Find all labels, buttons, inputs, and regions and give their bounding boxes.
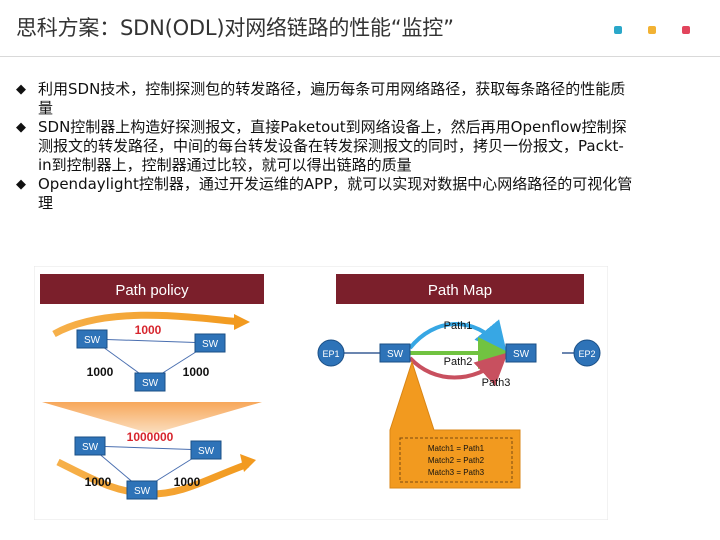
title-divider [0,56,720,57]
transition-funnel [42,402,262,434]
path1-label: Path1 [444,320,473,332]
flow-table-callout [389,360,521,489]
path-policy-header [40,274,264,304]
link-cost: 1000 [174,475,201,489]
flow-table-box [399,437,513,483]
switch-label: SW [198,446,215,457]
bullet-text: Opendaylight控制器，通过开发运维的APP，就可以实现对数据中心网络路… [38,175,633,212]
link-cost: 1000000 [127,430,174,444]
path3-label: Path3 [482,377,511,389]
switch-node [134,372,166,392]
path3-arrow [408,352,508,387]
switch-node [126,480,158,500]
path2-label: Path2 [444,356,473,368]
bullet-text: SDN控制器上构造好探测报文，直接Paketout到网络设备上，然后再用Open… [38,118,627,174]
switch-node [379,343,411,363]
match-rule: Match2 = Path2 [428,456,485,465]
network-figure: Path policy SW SW SW 1000 1000 1000 SW S… [33,265,609,521]
bullet-list: ◆ 利用SDN技术，控制探测包的转发路径，遍历每条可用网络路径，获取每条路径的性… [16,80,636,213]
switch-label: SW [84,335,101,346]
endpoint-node [573,339,601,367]
diamond-bullet-icon: ◆ [16,177,26,192]
path-map-title: Path Map [428,282,492,299]
switch-node [74,436,106,456]
switch-node [190,440,222,460]
bullet-text: 利用SDN技术，控制探测包的转发路径，遍历每条可用网络路径，获取每条路径的性能质… [38,80,626,117]
bullet-item: ◆ 利用SDN技术，控制探测包的转发路径，遍历每条可用网络路径，获取每条路径的性… [16,80,636,118]
switch-label: SW [134,486,151,497]
switch-node [194,333,226,353]
red-dot-icon [682,26,690,34]
yellow-dot-icon [648,26,656,34]
blue-dot-icon [614,26,622,34]
path-map-header [336,274,584,304]
link-cost: 1000 [87,365,114,379]
flow-arrow [52,311,241,338]
match-rule: Match3 = Path3 [428,468,485,477]
switch-label: SW [387,349,404,360]
accent-dots [614,26,690,34]
endpoint-label: EP2 [578,349,595,359]
endpoint-node [317,339,345,367]
match-rule: Match1 = Path1 [428,444,485,453]
bullet-item: ◆ Opendaylight控制器，通过开发运维的APP，就可以实现对数据中心网… [16,175,636,213]
switch-label: SW [82,442,99,453]
link-cost: 1000 [183,365,210,379]
path-policy-bottom-diagram: SW SW SW 1000000 1000 1000 [56,430,256,500]
slide-title: 思科方案：SDN(ODL)对网络链路的性能“监控” [16,16,454,40]
arrowhead-icon [234,314,250,330]
switch-node [76,329,108,349]
bullet-item: ◆ SDN控制器上构造好探测报文，直接Paketout到网络设备上，然后再用Op… [16,118,636,175]
link-cost: 1000 [85,475,112,489]
endpoint-label: EP1 [322,349,339,359]
path-policy-top-diagram: SW SW SW 1000 1000 1000 [52,311,250,392]
diamond-bullet-icon: ◆ [16,82,26,97]
switch-label: SW [202,339,219,350]
switch-label: SW [513,349,530,360]
arrowhead-icon [240,454,256,472]
link-cost: 1000 [135,323,162,337]
path-policy-title: Path policy [115,282,189,299]
switch-node [505,343,537,363]
path-map-diagram: Path1 Path2 Path3 EP1 EP2 SW SW Match1 =… [317,319,601,489]
switch-label: SW [142,378,159,389]
diamond-bullet-icon: ◆ [16,120,26,135]
